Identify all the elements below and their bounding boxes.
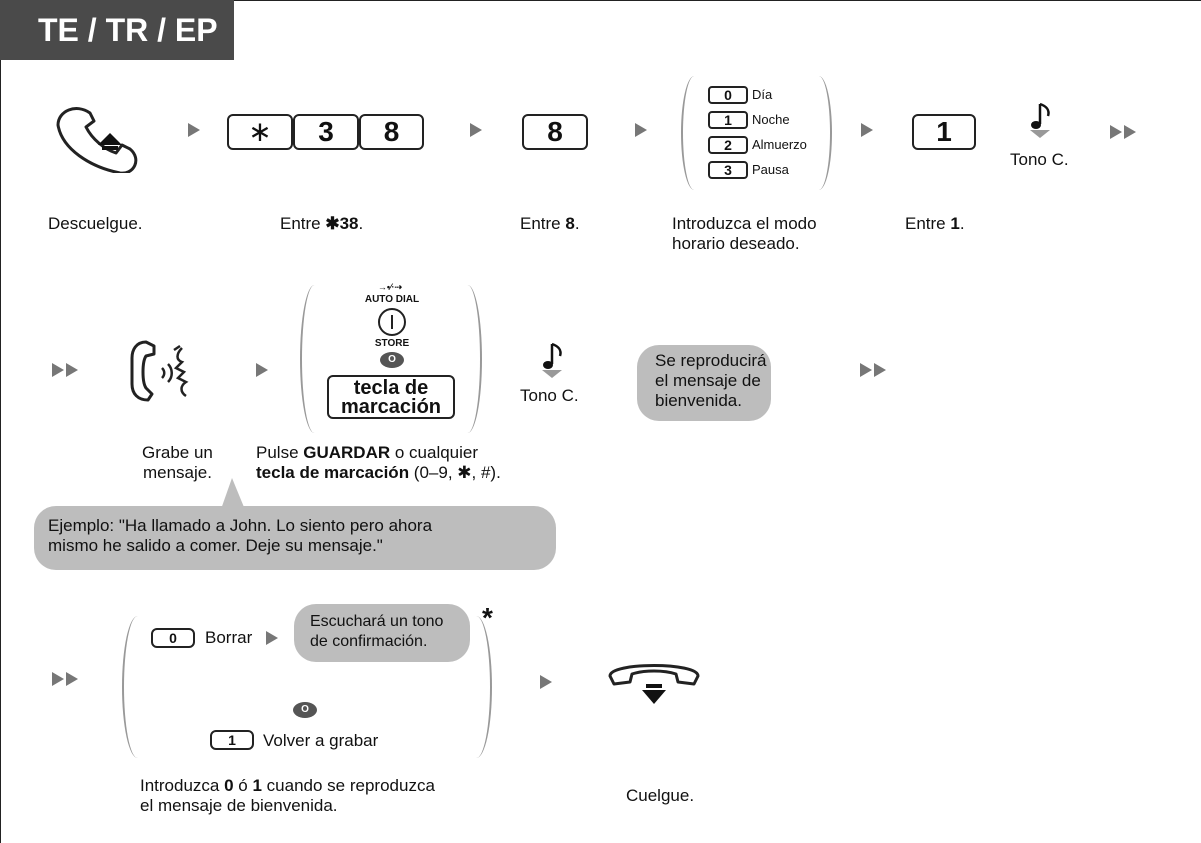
key-1-single: 1 xyxy=(912,114,976,150)
auto-dial-arrows-icon: →•⁄·⇢ xyxy=(377,282,403,292)
key-2: 2 xyxy=(708,136,748,154)
caption-enter-38: Entre ✱38. xyxy=(280,214,364,233)
time-mode-label: Día xyxy=(752,87,773,102)
tone-note-icon xyxy=(1030,102,1050,138)
arrow-right-icon xyxy=(266,631,278,645)
caption-offhook: Descuelgue. xyxy=(48,214,143,233)
tone-note-icon xyxy=(542,342,562,378)
auto-dial-label: AUTO DIAL xyxy=(364,294,420,305)
arrow-right-icon xyxy=(470,123,482,137)
time-mode-list: 0 Día 1 Noche 2 Almuerzo 3 Pausa xyxy=(708,86,828,186)
time-mode-label: Noche xyxy=(752,112,790,127)
example-bubble: Ejemplo: "Ha llamado a John. Lo siento p… xyxy=(34,506,556,570)
or-separator: O xyxy=(380,352,404,368)
caption-press-store: Pulse GUARDAR o cualquier tecla de marca… xyxy=(256,443,501,482)
record-message-icon xyxy=(130,340,189,402)
header-title: TE / TR / EP xyxy=(0,0,234,60)
paren-left xyxy=(681,76,703,190)
paren-right xyxy=(458,285,482,433)
frame-top-border xyxy=(0,0,1201,1)
paren-right xyxy=(466,616,492,758)
key-3: 3 xyxy=(293,114,359,150)
key-8-single: 8 xyxy=(522,114,588,150)
key-1: 1 xyxy=(708,111,748,129)
arrow-right-icon xyxy=(540,675,552,689)
tone-label: Tono C. xyxy=(1010,150,1069,169)
time-mode-label: Pausa xyxy=(752,162,789,177)
arrow-right-icon xyxy=(256,363,268,377)
paren-right xyxy=(810,76,832,190)
caption-enter-1: Entre 1. xyxy=(905,214,965,233)
key-group-feature-code: ∗ 3 8 xyxy=(227,114,424,150)
rerecord-label: Volver a grabar xyxy=(263,731,379,750)
or-separator: O xyxy=(293,702,317,718)
frame-left-border xyxy=(0,0,1,843)
key-star: ∗ xyxy=(227,114,293,150)
store-button-icon xyxy=(378,308,406,336)
paren-left xyxy=(122,616,148,758)
offhook-handset-icon xyxy=(56,107,138,173)
onhook-handset-icon xyxy=(608,664,700,704)
key-3: 3 xyxy=(708,161,748,179)
arrow-right-icon xyxy=(635,123,647,137)
key-8: 8 xyxy=(359,114,424,150)
key-1: 1 xyxy=(210,730,254,750)
arrow-right-icon xyxy=(188,123,200,137)
caption-enter-8: Entre 8. xyxy=(520,214,580,233)
key-0: 0 xyxy=(151,628,195,648)
paren-left xyxy=(300,285,324,433)
erase-label: Borrar xyxy=(205,628,253,647)
caption-onhook: Cuelgue. xyxy=(626,786,695,805)
footnote-asterisk: * xyxy=(482,602,493,633)
key-0: 0 xyxy=(708,86,748,104)
arrow-right-icon xyxy=(861,123,873,137)
time-mode-label: Almuerzo xyxy=(752,137,807,152)
tone-label: Tono C. xyxy=(520,386,579,405)
caption-enter-0-1: Introduzca 0 ó 1 cuando se reproduzca el… xyxy=(140,776,435,815)
store-label: STORE xyxy=(374,338,410,349)
